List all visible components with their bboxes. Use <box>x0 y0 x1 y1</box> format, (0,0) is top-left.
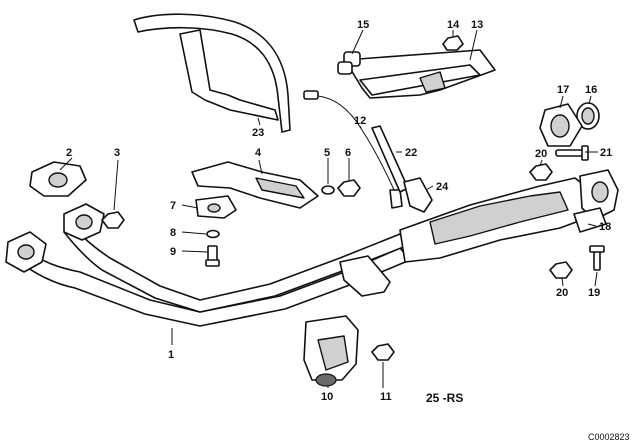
callout-13: 13 <box>471 19 483 31</box>
callout-21: 21 <box>600 147 612 159</box>
part-24-clamp <box>403 177 433 213</box>
callout-20-upper: 20 <box>535 148 547 160</box>
part-12-sensor-cable <box>303 90 403 209</box>
leader-lines <box>59 29 598 388</box>
callout-19: 19 <box>588 287 600 299</box>
part-17-flange <box>539 103 583 147</box>
part-6-nut <box>337 179 361 197</box>
callout-22: 22 <box>405 147 417 159</box>
drawing-code: C0002823 <box>588 432 630 442</box>
callout-16: 16 <box>585 84 597 96</box>
part-18-rear-outlet <box>573 207 607 233</box>
callout-24: 24 <box>436 181 449 193</box>
part-11-nut <box>371 343 395 361</box>
part-20-nut-lower <box>549 261 573 279</box>
callout-12: 12 <box>354 115 366 127</box>
callout-23: 23 <box>252 127 264 139</box>
callout-18: 18 <box>599 221 611 233</box>
callout-15: 15 <box>357 19 369 31</box>
part-8-washer <box>206 229 220 239</box>
callout-4: 4 <box>255 147 262 159</box>
callout-14: 14 <box>447 19 460 31</box>
part-10-rubber-mount <box>303 315 359 387</box>
callout-10: 10 <box>321 391 333 403</box>
callout-3: 3 <box>114 147 120 159</box>
callout-6: 6 <box>345 147 351 159</box>
reference-label: 25 -RS <box>426 391 463 405</box>
callout-8: 8 <box>170 227 176 239</box>
part-1-exhaust-pipe <box>5 169 619 327</box>
part-15-clamp <box>337 51 361 75</box>
part-7-clamp <box>195 195 237 219</box>
part-23-bracket <box>133 13 291 133</box>
part-19-bolt <box>589 245 605 271</box>
callout-5: 5 <box>324 147 330 159</box>
part-9-bolt <box>205 245 220 267</box>
part-16-gasket <box>576 102 600 130</box>
callout-20-lower: 20 <box>556 287 568 299</box>
part-3-nut <box>101 211 125 229</box>
part-5-washer <box>321 185 335 195</box>
callout-1: 1 <box>168 349 174 361</box>
part-13-heat-shield <box>344 49 496 99</box>
part-14-nut <box>442 35 464 51</box>
part-4-bracket <box>191 161 319 209</box>
callout-9: 9 <box>170 246 176 258</box>
part-2-gasket <box>29 161 87 197</box>
callout-7: 7 <box>170 200 176 212</box>
callout-17: 17 <box>557 84 569 96</box>
part-21-bolt <box>555 145 589 161</box>
callout-labels: 1 2 3 4 5 6 7 8 9 10 11 12 13 14 15 16 1… <box>66 19 612 403</box>
callout-11: 11 <box>380 391 392 403</box>
callout-2: 2 <box>66 147 72 159</box>
part-20-nut-upper <box>529 163 553 181</box>
